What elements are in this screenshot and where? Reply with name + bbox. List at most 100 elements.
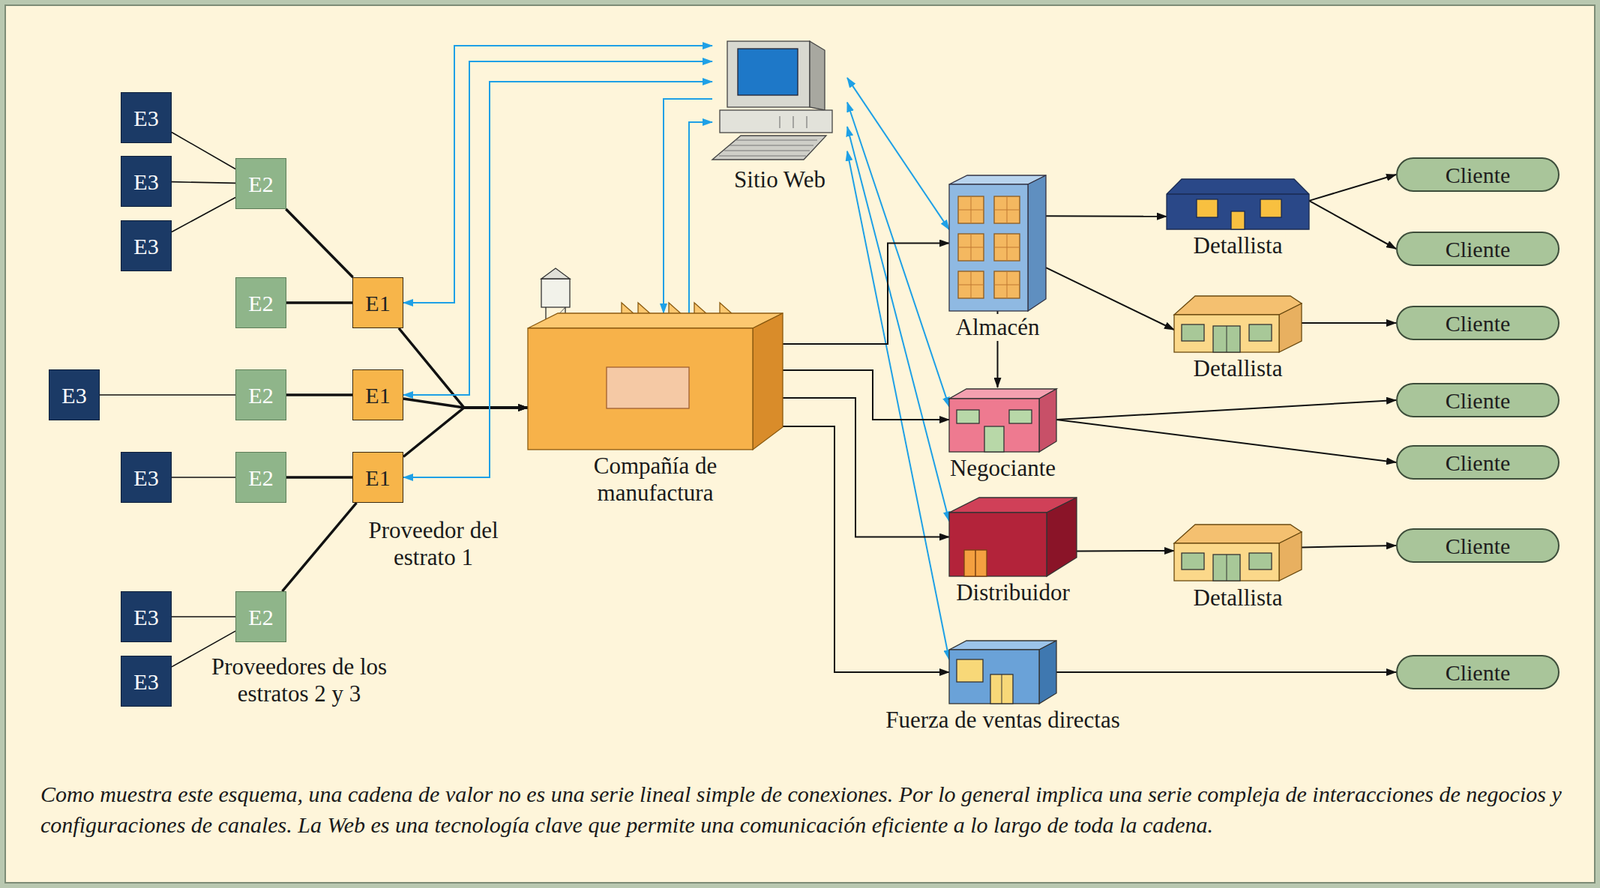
customer-pill: Cliente (1396, 157, 1560, 192)
box-label: Cliente (1445, 236, 1511, 262)
icon-line (724, 150, 810, 152)
customer-pill: Cliente (1396, 305, 1560, 341)
shop-roof (1174, 524, 1302, 544)
shop-window (1181, 553, 1205, 570)
node-caption: Detallista (1190, 584, 1286, 612)
tank-roof (541, 268, 570, 279)
supply-flow-line (782, 398, 950, 538)
customer-pill: Cliente (1396, 445, 1560, 480)
web-link-arrow (847, 102, 950, 408)
supply-flow-line (171, 197, 236, 232)
retailer-node: Detallista (1174, 296, 1302, 353)
office-window (956, 659, 983, 683)
direct-sales-node: Fuerza de ventas directas (949, 641, 1057, 705)
shop-roof (1174, 296, 1302, 315)
icon-line (1001, 674, 1003, 705)
customer-pill: Cliente (1396, 231, 1560, 267)
shop-window (1196, 199, 1218, 218)
warehouse-node: Almacén (949, 175, 1046, 312)
icon-line (734, 140, 818, 141)
box-label: Cliente (1445, 162, 1511, 188)
warehouse-icon (949, 175, 1046, 312)
group-label: Proveedor del estrato 1 (358, 517, 509, 571)
icon-line (1226, 326, 1228, 353)
shop-front (1174, 314, 1280, 353)
building-window (994, 271, 1020, 299)
computer-case (719, 110, 833, 133)
group-label: Proveedores de los estratos 2 y 3 (179, 653, 420, 708)
icon-line (974, 550, 977, 577)
tier1-supplier-box: E1 (352, 452, 404, 504)
customer-pill: Cliente (1396, 528, 1560, 564)
box-label: E3 (133, 105, 159, 131)
supply-flow-line (171, 182, 236, 184)
supply-flow-line (171, 132, 236, 170)
tier3-supplier-box: E3 (120, 220, 172, 272)
box-label: Cliente (1445, 311, 1511, 336)
supply-flow-line (1076, 550, 1175, 552)
icon-line (958, 209, 984, 211)
icon-line (719, 155, 806, 157)
building-window (958, 233, 984, 261)
supply-flow-line (1301, 545, 1397, 548)
node-caption: Detallista (1190, 355, 1286, 383)
node-caption: Sitio Web (731, 166, 829, 194)
supply-flow-line (403, 398, 528, 408)
supply-flow-line (782, 243, 950, 345)
shop-window (1249, 553, 1272, 570)
shop-side (1279, 303, 1302, 353)
box-label: E2 (248, 465, 273, 491)
monitor-side (809, 41, 825, 111)
distributor-node: Distribuidor (949, 497, 1077, 577)
box-label: Cliente (1445, 388, 1511, 414)
shop-door (1213, 554, 1241, 582)
shop-front (1174, 543, 1280, 582)
web-link-arrow (403, 45, 713, 303)
building-window (994, 196, 1020, 224)
dealer-icon (949, 387, 1057, 453)
supply-flow-line (403, 407, 528, 458)
icon-line (793, 116, 795, 129)
tier3-supplier-box: E3 (120, 92, 172, 144)
monitor-body (727, 41, 810, 108)
building-window (958, 196, 984, 224)
house-window (956, 410, 980, 424)
supply-flow-line (1056, 671, 1397, 674)
supply-flow-line (286, 301, 353, 305)
icon-line (1166, 193, 1310, 195)
shop-window (1181, 324, 1205, 342)
tier3-supplier-box: E3 (120, 452, 172, 504)
supply-flow-line (398, 328, 528, 408)
tier3-supplier-box: E3 (120, 591, 172, 643)
retailer-node: Detallista (1166, 175, 1310, 230)
icon-line (958, 247, 984, 249)
box-label: Cliente (1445, 533, 1511, 559)
box-label: E2 (248, 605, 273, 630)
web-link-arrow (847, 126, 950, 522)
house-top (949, 389, 1057, 399)
shop-window (1249, 324, 1272, 342)
node-caption: Distribuidor (952, 579, 1073, 607)
supply-flow-line (171, 616, 236, 618)
box-label: E3 (61, 383, 87, 408)
box-label: E1 (365, 383, 390, 408)
factory-top (527, 313, 783, 329)
supply-flow-line (1309, 200, 1397, 249)
box-label: E2 (248, 383, 273, 408)
shop-door (1231, 211, 1245, 230)
supply-flow-line (1045, 267, 1175, 330)
customer-pill: Cliente (1396, 655, 1560, 690)
shop-door (1213, 326, 1241, 353)
web-link-arrow (663, 98, 713, 314)
retailer-icon (1166, 175, 1310, 230)
office-side (1039, 641, 1057, 705)
supply-flow-line (782, 370, 950, 420)
depot-side (1046, 497, 1077, 577)
keyboard (712, 135, 827, 160)
supply-flow-line (282, 503, 357, 592)
shop-side (1279, 532, 1302, 582)
office-door (990, 674, 1013, 705)
node-caption: Almacén (952, 314, 1043, 342)
supply-flow-line (286, 393, 353, 397)
